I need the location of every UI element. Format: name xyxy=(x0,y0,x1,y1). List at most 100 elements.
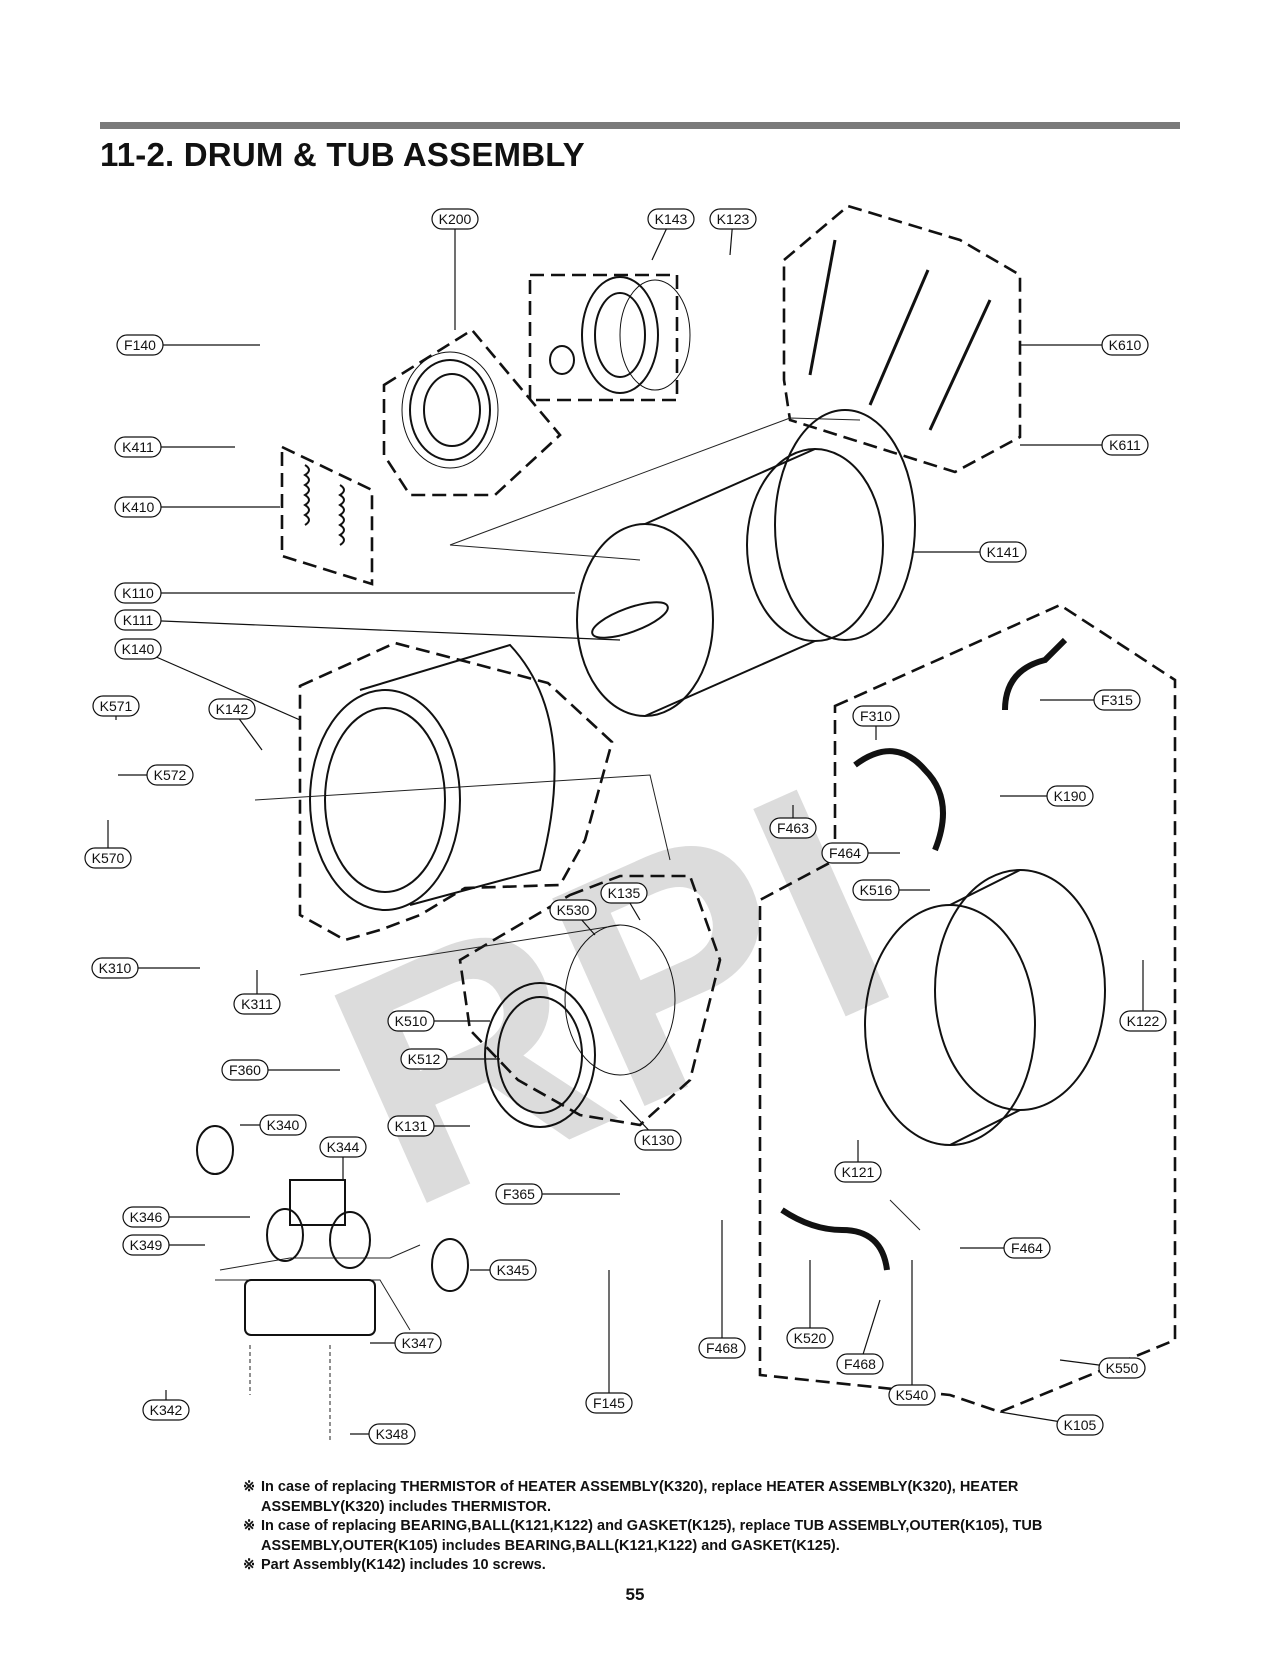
part-label: K123 xyxy=(717,211,750,227)
part-callout: K143 xyxy=(647,208,695,230)
part-callout: K131 xyxy=(387,1115,435,1137)
part-callout: K340 xyxy=(259,1114,307,1136)
part-callout: K190 xyxy=(1046,785,1094,807)
callout-bubble xyxy=(852,879,900,901)
part-label: K570 xyxy=(92,850,125,866)
part-callout: K540 xyxy=(888,1384,936,1406)
callout-bubble xyxy=(834,1161,882,1183)
note-mark: ※ xyxy=(243,1479,256,1495)
part-label: K142 xyxy=(216,701,249,717)
callout-bubble xyxy=(259,1114,307,1136)
part-callout: F365 xyxy=(495,1183,543,1205)
part-callout: K572 xyxy=(146,764,194,786)
part-label: K310 xyxy=(99,960,132,976)
part-callout: K142 xyxy=(208,698,256,720)
part-label: K342 xyxy=(150,1402,183,1418)
part-label: K110 xyxy=(122,585,154,601)
callout-bubble xyxy=(1003,1237,1051,1259)
part-callout: K346 xyxy=(122,1206,170,1228)
note-1: ※In case of replacing THERMISTOR of HEAT… xyxy=(243,1478,1143,1517)
part-label: K540 xyxy=(896,1387,929,1403)
inner-drum xyxy=(576,409,916,717)
callout-bubble xyxy=(979,541,1027,563)
part-label: K141 xyxy=(987,544,1020,560)
part-label: K135 xyxy=(608,885,641,901)
part-label: K610 xyxy=(1109,337,1142,353)
part-label: F464 xyxy=(1011,1240,1043,1256)
callout-bubble xyxy=(549,899,597,921)
part-label: K411 xyxy=(122,439,154,455)
part-label: K571 xyxy=(100,698,133,714)
part-label: F315 xyxy=(1101,692,1133,708)
part-label: K111 xyxy=(123,612,154,628)
part-callout: K410 xyxy=(114,496,162,518)
part-callout: K342 xyxy=(142,1399,190,1421)
callout-bubble xyxy=(709,208,757,230)
part-callout: F468 xyxy=(698,1337,746,1359)
part-callout: K123 xyxy=(709,208,757,230)
callout-bubble xyxy=(1093,689,1141,711)
part-label: F464 xyxy=(829,845,861,861)
part-callout: K530 xyxy=(549,899,597,921)
part-label: F365 xyxy=(503,1186,535,1202)
note-mark: ※ xyxy=(243,1557,256,1573)
part-callout: F468 xyxy=(836,1353,884,1375)
part-label: K349 xyxy=(130,1237,163,1253)
tub-front xyxy=(309,643,556,911)
part-label: F145 xyxy=(593,1395,625,1411)
callout-bubble xyxy=(888,1384,936,1406)
callout-bubble xyxy=(114,638,162,660)
part-callout: K141 xyxy=(979,541,1027,563)
callout-bubble xyxy=(400,1048,448,1070)
part-label: K122 xyxy=(1127,1013,1160,1029)
part-label: K410 xyxy=(122,499,155,515)
tub-rear xyxy=(864,869,1106,1146)
part-callout: K105 xyxy=(1056,1414,1104,1436)
suspension-springs xyxy=(303,464,345,546)
part-callout: F140 xyxy=(116,334,164,356)
note-2: ※In case of replacing BEARING,BALL(K121,… xyxy=(243,1517,1143,1556)
part-callout: K510 xyxy=(387,1010,435,1032)
watermark: RPI xyxy=(285,715,938,1276)
part-callout: K611 xyxy=(1101,434,1149,456)
part-callout: K610 xyxy=(1101,334,1149,356)
part-label: K140 xyxy=(122,641,155,657)
part-callout: K310 xyxy=(91,957,139,979)
part-callout: K344 xyxy=(319,1136,367,1158)
part-callout: K516 xyxy=(852,879,900,901)
part-label: K105 xyxy=(1064,1417,1097,1433)
part-label: K348 xyxy=(376,1426,409,1442)
part-label: K344 xyxy=(327,1139,360,1155)
callout-bubble xyxy=(394,1332,442,1354)
title-rule xyxy=(100,122,1180,129)
part-callout: K311 xyxy=(233,993,281,1015)
leader-line xyxy=(137,648,301,721)
hoses xyxy=(780,637,1068,1271)
part-label: K520 xyxy=(794,1330,827,1346)
pulley-assembly xyxy=(549,276,691,394)
note-mark: ※ xyxy=(243,1518,256,1534)
callout-bubble xyxy=(1101,434,1149,456)
callout-bubble xyxy=(114,436,162,458)
page-title: 11-2. DRUM & TUB ASSEMBLY xyxy=(100,136,585,173)
note-text: Part Assembly(K142) includes 10 screws. xyxy=(261,1557,546,1573)
part-callout: K512 xyxy=(400,1048,448,1070)
callout-bubble xyxy=(1056,1414,1104,1436)
callout-bubble xyxy=(114,582,162,604)
part-label: F310 xyxy=(860,708,892,724)
notes-section: ※In case of replacing THERMISTOR of HEAT… xyxy=(243,1478,1143,1576)
part-label: K512 xyxy=(408,1051,441,1067)
part-label: K550 xyxy=(1106,1360,1139,1376)
note-3: ※ Part Assembly(K142) includes 10 screws. xyxy=(243,1556,1143,1576)
part-label: F140 xyxy=(124,337,156,353)
part-label: F360 xyxy=(229,1062,261,1078)
callout-bubble xyxy=(116,334,164,356)
part-callout: K520 xyxy=(786,1327,834,1349)
part-label: K346 xyxy=(130,1209,163,1225)
part-label: K347 xyxy=(402,1335,435,1351)
drum-flange-ring xyxy=(401,351,499,469)
part-label: F463 xyxy=(777,820,809,836)
part-callout: K570 xyxy=(84,847,132,869)
